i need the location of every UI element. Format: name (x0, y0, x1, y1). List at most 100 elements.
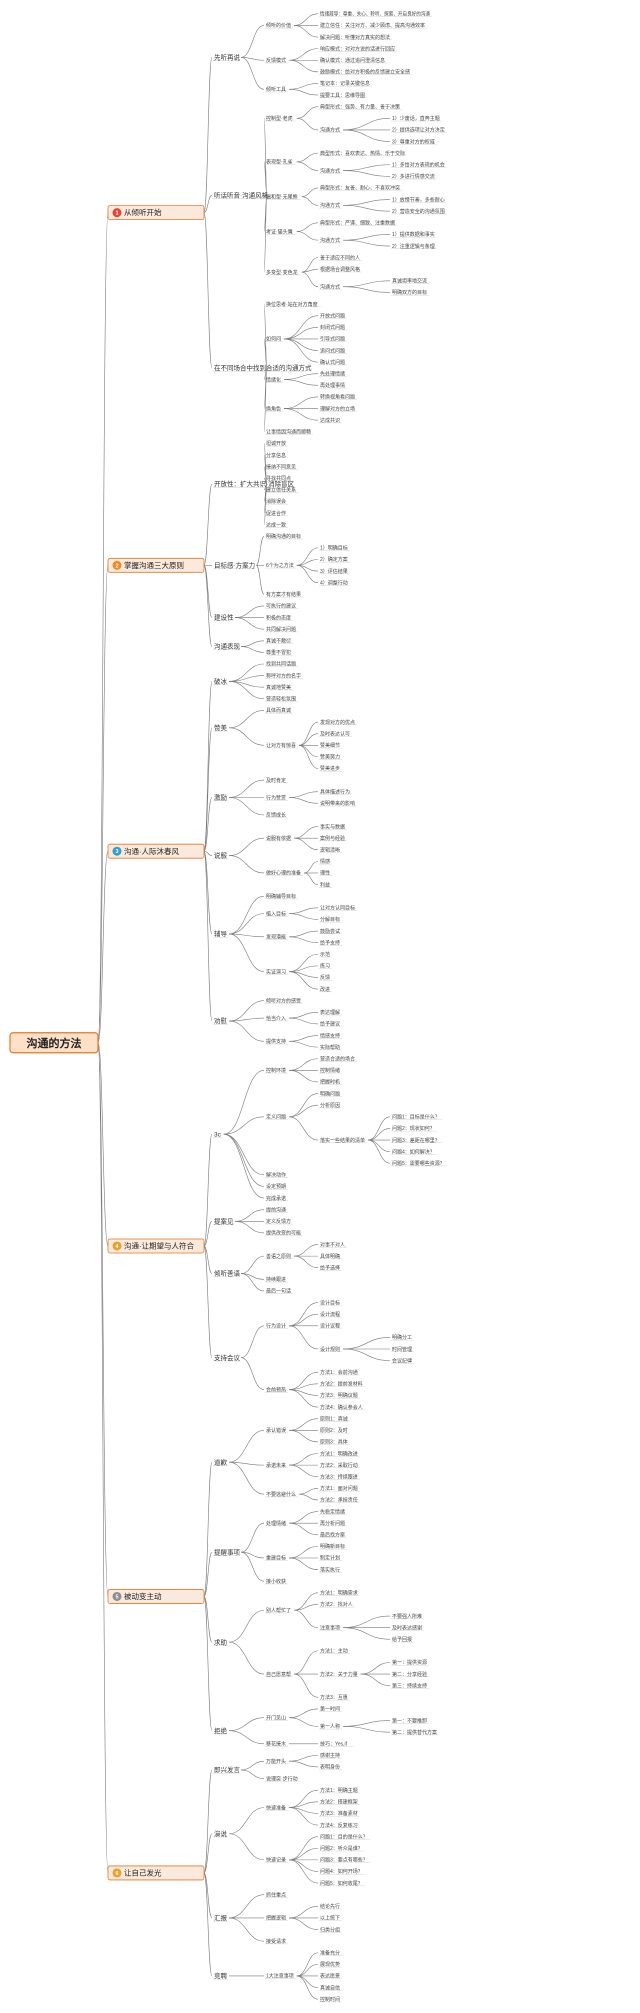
mindmap-connector (263, 194, 268, 197)
leaf-node: 问题2：听众是谁？ (320, 1845, 363, 1852)
leaf-node: 赞美细节 (320, 742, 340, 749)
leaf-node: 最后找方案 (320, 1532, 345, 1539)
mindmap-connector (342, 1348, 391, 1361)
leaf-node: 方法3：互惠 (320, 1694, 348, 1701)
mindmap-connector (228, 1717, 265, 1731)
branch-node: 说服 (214, 851, 228, 860)
mindmap-connector (263, 483, 268, 525)
leaf-node: 自己愿意帮 (266, 1671, 291, 1678)
mindmap-connector (228, 1461, 265, 1466)
leaf-node: 及时肯定 (266, 777, 286, 784)
mindmap-connector (303, 861, 319, 874)
mindmap-connector (296, 152, 319, 163)
root-node[interactable]: 沟通的方法 (9, 1032, 99, 1054)
mindmap-connector (342, 286, 391, 293)
leaf-node: 1）提供数据和事实 (392, 231, 435, 238)
mindmap-connector (288, 1058, 319, 1071)
branch-node: 汇报 (214, 1913, 228, 1922)
mindmap-connector (97, 565, 109, 1044)
mindmap-connector (296, 547, 319, 566)
leaf-node: 转换视角看问题 (320, 394, 355, 401)
leaf-node: 移花接木 (266, 1741, 286, 1748)
mindmap-connector (298, 1493, 319, 1501)
mindmap-connector (288, 1429, 319, 1443)
branch-node: 在不同场合中找到合适的沟通方式 (214, 363, 312, 372)
leaf-node: 事实与数据 (320, 823, 345, 830)
branch-node: 倾听善语 (214, 1269, 241, 1278)
mindmap-connector (240, 25, 265, 58)
leaf-node: 发现对方的优点 (320, 719, 355, 726)
leaf-node: 让事情因沟通而顺畅 (266, 429, 311, 436)
mindmap-connector (342, 1720, 391, 1727)
mindmap-connector (293, 1650, 319, 1675)
mindmap-connector (203, 483, 213, 566)
leaf-node: 典型形式：友善、耐心、不喜欢冲突 (320, 185, 400, 192)
branch-node: 激励 (214, 793, 228, 802)
mindmap-connector (288, 1302, 319, 1327)
mindmap-connector (240, 640, 265, 647)
leaf-node: 封闭式问题 (320, 324, 345, 331)
mindmap-connector (228, 779, 265, 798)
mindmap-connector (288, 1017, 319, 1025)
mindmap-connector (301, 187, 319, 197)
leaf-node: 别人帮忙了 (266, 1607, 291, 1614)
leaf-node: 明确辅导目标 (266, 893, 296, 900)
mindmap-connector (228, 797, 265, 816)
leaf-node: 利益 (320, 881, 330, 888)
leaf-node: 6个为之方法 (266, 562, 294, 569)
leaf-node: 控制时间 (320, 1996, 340, 2003)
mindmap-connector (288, 88, 319, 96)
leaf-node: 表达理解 (320, 1009, 340, 1016)
mindmap-connector (288, 1859, 319, 1872)
mindmap-connector (296, 1975, 319, 2000)
leaf-node: 说服有依据 (266, 835, 291, 842)
mindmap-connector (203, 1596, 213, 1731)
leaf-node: 提前沟通 (266, 1206, 286, 1213)
mindmap-connector (228, 933, 265, 938)
mindmap-connector (288, 791, 319, 798)
branch-node: 开放性：扩大共识·消除盲区 (214, 479, 295, 488)
section-number-badge (112, 1241, 122, 1251)
leaf-node: 情绪疏导：尊重、关心、聆听、探索、开启良好的沟通 (320, 11, 430, 18)
leaf-node: 鼓励模式：给对方积极的反馈建立安全感 (320, 69, 410, 76)
mindmap-connector (367, 1116, 391, 1141)
leaf-node: 实证演习 (266, 968, 286, 975)
mindmap-connector (203, 1220, 213, 1247)
leaf-node: 真诚坦率地交流 (392, 278, 427, 285)
leaf-node: 情感支持 (320, 1032, 340, 1039)
mindmap-connector (298, 721, 319, 746)
mindmap-connector (223, 1070, 265, 1135)
mindmap-connector (288, 1035, 319, 1042)
mindmap-connector (301, 271, 319, 287)
leaf-node: 赞美进步 (320, 765, 340, 772)
section-number: 6 (115, 1871, 118, 1877)
mindmap-connector (223, 1133, 265, 1176)
mindmap-connector (288, 1906, 319, 1919)
leaf-node: 问题5：需要哪些资源？ (392, 1160, 445, 1167)
leaf-node: 注意事项 (320, 1624, 340, 1631)
leaf-node: 让对方认同目标 (320, 905, 355, 912)
mindmap-connector (203, 57, 213, 213)
leaf-node: 沟通方式 (320, 237, 340, 244)
mindmap-connector (228, 681, 265, 700)
leaf-node: 给予建议 (320, 1021, 340, 1028)
leaf-node: 明确新目标 (320, 1543, 345, 1550)
leaf-node: 明确分工 (392, 1334, 412, 1341)
mindmap-connector (228, 1000, 265, 1022)
branch-node: 提醒事项 (214, 1547, 241, 1556)
leaf-node: 具体明确 (320, 1253, 340, 1260)
mindmap-connector (223, 1116, 265, 1135)
mindmap-connector (288, 1755, 319, 1762)
section-box (107, 1589, 205, 1604)
leaf-node: 沟通方式 (320, 167, 340, 174)
branch-node: 求助 (214, 1637, 228, 1646)
leaf-node: 及时表达认可 (320, 730, 350, 737)
leaf-node: 坦诚开放 (266, 440, 286, 447)
leaf-node: 先处理情绪 (320, 370, 345, 377)
